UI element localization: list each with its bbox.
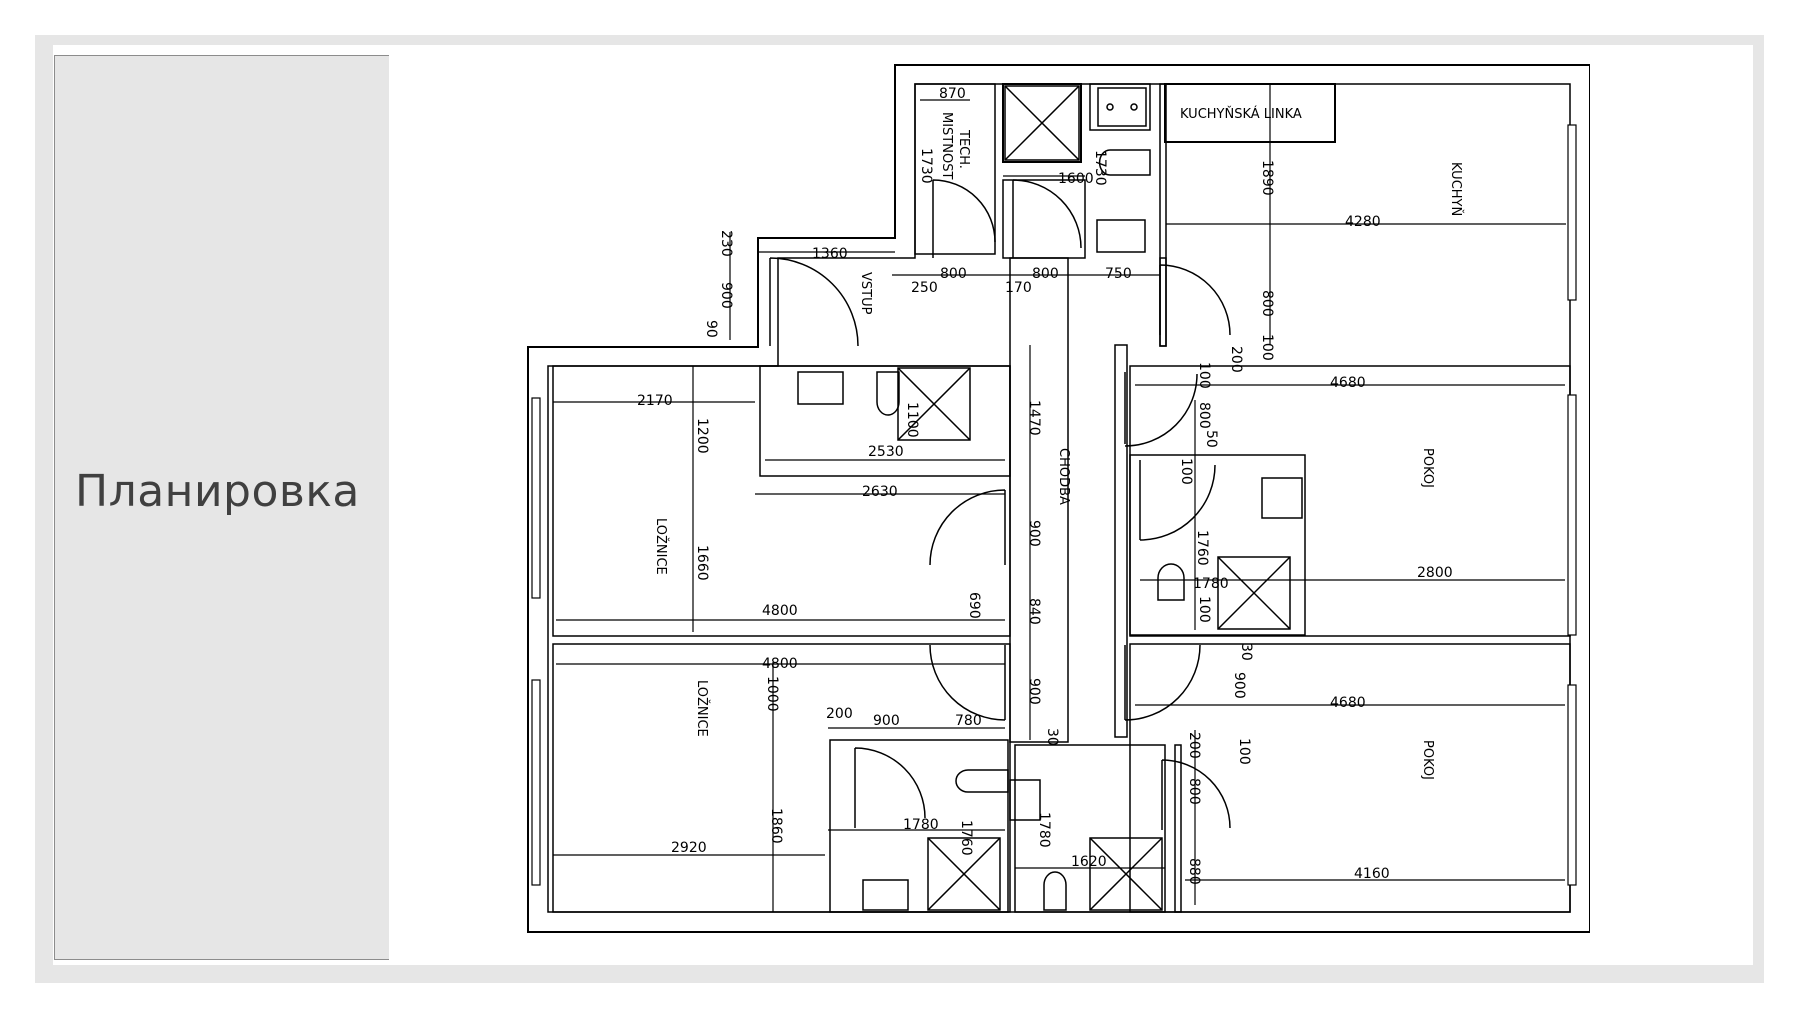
dim-200-top: 200 xyxy=(1228,346,1244,373)
dim-800-pokoj: 800 xyxy=(1196,402,1212,429)
dim-900-vstup: 900 xyxy=(718,282,734,309)
dim-100-right: 100 xyxy=(1236,738,1252,765)
dim-1780-wc: 1780 xyxy=(1036,812,1052,848)
dim-2630: 2630 xyxy=(862,484,898,500)
dim-250: 250 xyxy=(911,280,938,296)
dim-870: 870 xyxy=(939,86,966,102)
sanitary-fixtures xyxy=(797,87,1303,911)
dim-2920: 2920 xyxy=(671,840,707,856)
dim-800-b: 800 xyxy=(1032,266,1059,282)
dim-4680-top: 4680 xyxy=(1330,375,1366,391)
dim-1470: 1470 xyxy=(1026,400,1042,436)
dim-200-right: 200 xyxy=(1186,732,1202,759)
dim-750: 750 xyxy=(1105,266,1132,282)
shower-trays xyxy=(897,85,1291,911)
dim-200-bath: 200 xyxy=(826,706,853,722)
dim-900-bath: 900 xyxy=(873,713,900,729)
room-label-kitchen-unit: KUCHYŇSKÁ LINKA xyxy=(1180,106,1302,122)
dim-1890: 1890 xyxy=(1259,160,1275,196)
dim-1730-tech: 1730 xyxy=(918,148,934,184)
dimension-labels: 870 1730 1730 1600 1890 4280 230 900 90 … xyxy=(637,86,1453,885)
dim-170: 170 xyxy=(1005,280,1032,296)
dim-2800: 2800 xyxy=(1417,565,1453,581)
walls xyxy=(527,64,1590,933)
dim-1000: 1000 xyxy=(764,676,780,712)
dim-4680-bottom: 4680 xyxy=(1330,695,1366,711)
dimension-lines xyxy=(553,84,1566,912)
title-panel: Планировка xyxy=(54,55,389,960)
dim-1760-right: 1760 xyxy=(1194,530,1210,566)
dim-100-pokoj: 100 xyxy=(1196,362,1212,389)
dim-1760-bath: 1760 xyxy=(958,820,974,856)
dim-230: 230 xyxy=(718,230,734,257)
windows xyxy=(531,124,1577,886)
dim-1620: 1620 xyxy=(1071,854,1107,870)
room-label-loznice-2: LOŽNICE xyxy=(694,680,710,737)
dim-780: 780 xyxy=(955,713,982,729)
room-label-tech-2: MISTNOST xyxy=(939,112,954,179)
dim-90: 90 xyxy=(703,320,719,338)
dim-1730-bath: 1730 xyxy=(1092,150,1108,186)
dim-1100: 1100 xyxy=(904,402,920,438)
dim-800-kitchen: 800 xyxy=(1259,290,1275,317)
room-label-pokoj-1: POKOJ xyxy=(1420,448,1435,488)
room-label-tech-1: TECH. xyxy=(956,129,971,169)
dim-800-lower: 800 xyxy=(1186,778,1202,805)
dim-900-chodba: 900 xyxy=(1026,520,1042,547)
dim-4800-top: 4800 xyxy=(762,603,798,619)
door-swings xyxy=(769,179,1231,830)
room-label-chodba: CHODBA xyxy=(1056,448,1071,505)
dim-4800-bottom: 4800 xyxy=(762,656,798,672)
room-label-vstup: VSTUP xyxy=(858,272,873,315)
dim-2170: 2170 xyxy=(637,393,673,409)
dim-800-a: 800 xyxy=(940,266,967,282)
dim-1780-right: 1780 xyxy=(1193,576,1229,592)
room-label-pokoj-2: POKOJ xyxy=(1420,740,1435,780)
floor-plan-drawing: TECH. MISTNOST KUCHYŇSKÁ LINKA KUCHYŇ VS… xyxy=(527,64,1590,933)
dim-100-bath: 100 xyxy=(1178,458,1194,485)
dim-100-kitchen: 100 xyxy=(1259,334,1275,361)
dim-100-mid: 100 xyxy=(1196,596,1212,623)
room-label-loznice-1: LOŽNICE xyxy=(653,518,669,575)
dim-30-right: 30 xyxy=(1238,643,1254,661)
dim-1200: 1200 xyxy=(694,418,710,454)
page-title: Планировка xyxy=(75,466,360,517)
dim-1780-bath: 1780 xyxy=(903,817,939,833)
dim-900-lower: 900 xyxy=(1026,678,1042,705)
dim-1360: 1360 xyxy=(812,246,848,262)
dim-4280: 4280 xyxy=(1345,214,1381,230)
dim-50: 50 xyxy=(1203,430,1219,448)
dim-30-chodba: 30 xyxy=(1044,728,1060,746)
dim-690: 690 xyxy=(966,592,982,619)
dim-1860: 1860 xyxy=(768,808,784,844)
room-label-kitchen: KUCHYŇ xyxy=(1448,162,1464,216)
dim-900-right: 900 xyxy=(1231,672,1247,699)
dim-2530: 2530 xyxy=(868,444,904,460)
dim-880: 880 xyxy=(1186,858,1202,885)
dim-1660: 1660 xyxy=(694,545,710,581)
dim-1600: 1600 xyxy=(1058,171,1094,187)
dim-4160: 4160 xyxy=(1354,866,1390,882)
kitchen-unit xyxy=(1164,83,1336,143)
room-labels: TECH. MISTNOST KUCHYŇSKÁ LINKA KUCHYŇ VS… xyxy=(653,106,1464,780)
dim-840: 840 xyxy=(1026,598,1042,625)
